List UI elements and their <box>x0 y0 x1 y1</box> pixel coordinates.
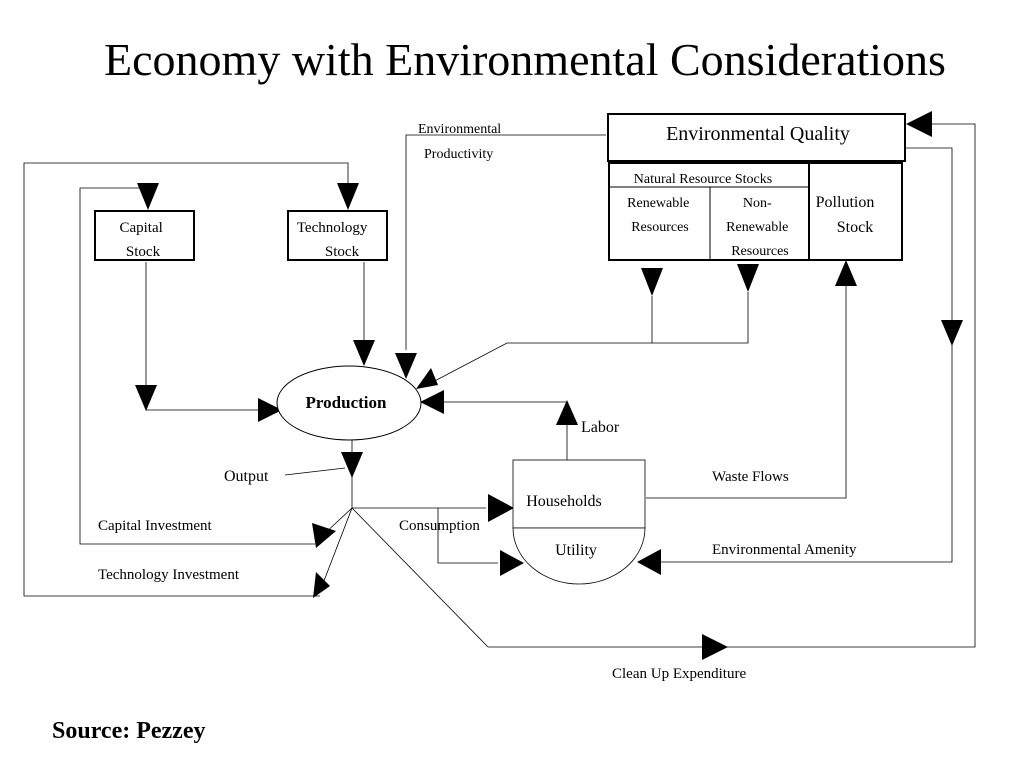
environmental-productivity-label: Environmental Productivity <box>418 122 505 162</box>
line-technology-investment-loop <box>23 162 349 597</box>
non-renewable-resources-label: Non- Renewable Resources <box>726 196 792 259</box>
technology-stock-label: Technology Stock <box>297 220 371 260</box>
arrow-resources-to-production <box>416 368 438 389</box>
arrow-nonrenewable-extraction <box>737 264 759 292</box>
arrow-to-capital-stock <box>137 183 159 210</box>
line-output-label <box>284 467 346 476</box>
households-box <box>512 459 646 529</box>
line-environmental-amenity <box>661 147 953 563</box>
arrow-environmental-amenity <box>637 549 661 575</box>
natural-resource-stocks-label: Natural Resource Stocks <box>634 172 772 187</box>
arrow-capital-investment <box>312 523 336 548</box>
capital-investment-label: Capital Investment <box>98 518 213 534</box>
pollution-stock-label: Pollution Stock <box>816 194 879 236</box>
arrow-consumption-to-households <box>488 494 514 522</box>
line-clean-up-expenditure <box>488 123 976 648</box>
line-technology-investment-branch <box>321 507 353 587</box>
line-resources-to-production <box>426 296 653 386</box>
line-consumption-to-utility <box>437 508 498 564</box>
natural-resource-stocks-box <box>608 162 810 261</box>
utility-node <box>512 527 646 585</box>
arrow-waste-to-pollution <box>835 260 857 286</box>
production-label: Production <box>306 393 387 412</box>
environmental-quality-label: Environmental Quality <box>666 123 850 145</box>
arrow-environmental-productivity <box>395 353 417 379</box>
line-clean-up-branch <box>351 507 489 648</box>
waste-flows-label: Waste Flows <box>712 469 789 485</box>
capital-stock-box <box>94 210 195 261</box>
slide-title: Economy with Environmental Consideration… <box>104 34 946 85</box>
line-labor <box>444 401 568 460</box>
capital-stock-label: Capital Stock <box>119 220 166 260</box>
labor-label: Labor <box>581 419 620 436</box>
arrow-consumption-to-utility <box>500 550 524 576</box>
technology-investment-label: Technology Investment <box>98 567 240 583</box>
arrow-output <box>341 452 363 478</box>
line-environmental-productivity <box>405 134 606 350</box>
line-waste-flows <box>646 286 847 499</box>
source-label: Source: Pezzey <box>52 718 206 744</box>
production-node <box>276 365 422 441</box>
environmental-amenity-label: Environmental Amenity <box>712 542 857 558</box>
arrowheads <box>135 111 963 660</box>
arrow-labor-to-production <box>420 390 444 414</box>
arrow-technology-investment <box>313 572 330 598</box>
arrow-technology-to-production <box>353 340 375 366</box>
arrow-to-technology-stock <box>337 183 359 210</box>
arrow-environmental-amenity-down <box>941 320 963 346</box>
consumption-label: Consumption <box>399 518 480 534</box>
output-label: Output <box>224 468 269 485</box>
clean-up-expenditure-label: Clean Up Expenditure <box>612 666 746 682</box>
arrow-renewable-extraction <box>641 268 663 296</box>
technology-stock-box <box>287 210 388 261</box>
arrow-labor-up <box>556 400 578 425</box>
arrow-to-environmental-quality <box>906 111 932 137</box>
arrow-capital-down <box>135 385 157 411</box>
line-nonrenewable-to-junction <box>652 292 749 344</box>
utility-label: Utility <box>555 542 597 559</box>
pollution-stock-box <box>808 162 903 261</box>
line-capital-to-production <box>145 262 270 411</box>
arrow-clean-up-expenditure <box>702 634 728 660</box>
arrow-capital-to-production <box>258 398 282 422</box>
environmental-quality-box <box>607 113 906 162</box>
renewable-resources-label: Renewable Resources <box>627 196 693 235</box>
households-label: Households <box>526 493 602 510</box>
